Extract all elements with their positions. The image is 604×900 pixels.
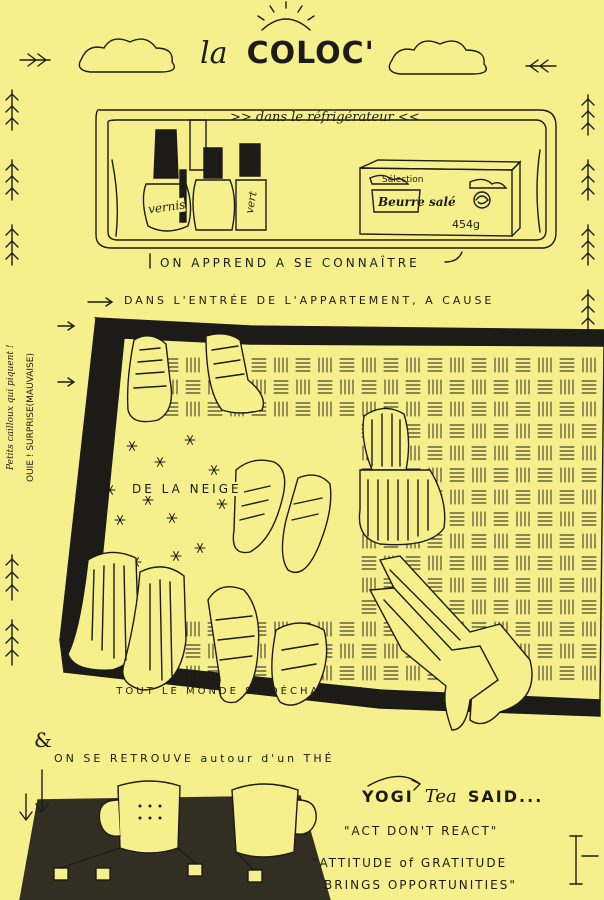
tea-tags-icon — [53, 847, 263, 883]
sneakers-icon — [232, 459, 332, 574]
tea-heading: ON SE RETROUVE autour d'un THÉ — [54, 752, 335, 765]
quote-1: "ACT DON'T REACT" — [344, 824, 499, 838]
butter-selection: Sélection — [382, 175, 424, 185]
cloud-left-icon — [78, 38, 175, 73]
butter-label: Beurre salé — [378, 195, 456, 209]
tea-word: Tea — [424, 786, 457, 807]
page-title: la COLOC' — [200, 36, 375, 71]
title-coloc: COLOC' — [246, 36, 375, 71]
butter-box-icon — [359, 159, 522, 237]
mug-right-icon — [231, 783, 317, 858]
quote-3: BRINGS OPPORTUNITIES" — [324, 878, 517, 892]
slippers-icon — [358, 407, 446, 546]
ampersand: & — [34, 728, 52, 752]
title-la: la — [200, 36, 228, 71]
legs-icon — [368, 555, 533, 731]
fridge-shelf — [95, 109, 557, 249]
yogi-line: YOGI Tea SAID... — [362, 786, 543, 807]
fur-boots-icon — [67, 551, 187, 691]
yogi-word: YOGI — [362, 787, 414, 806]
cloud-right-icon — [388, 40, 487, 75]
fridge-footer: ON APPREND A SE CONNAÎTRE — [160, 256, 420, 270]
socks-icon — [207, 586, 328, 706]
quote-2: "ATTITUDE of GRATITUDE — [312, 856, 508, 870]
snow-label: DE LA NEIGE — [130, 482, 244, 496]
side-note-2: OUIE ! SURPRISE(MAUVAISE) — [26, 353, 36, 482]
entry-bottom: TOUT LE MONDE SE DÉCHAUSSE! — [116, 686, 366, 697]
entry-heading: DANS L'ENTRÉE DE L'APPARTEMENT, A CAUSE — [124, 294, 495, 307]
butter-weight: 454g — [452, 218, 480, 231]
fridge-caption: >> dans le réfrigérateur << — [230, 110, 420, 125]
said-word: SAID... — [467, 787, 544, 806]
boots-icon — [126, 333, 265, 423]
side-note-1: Petits cailloux qui piquent ! — [6, 344, 16, 470]
